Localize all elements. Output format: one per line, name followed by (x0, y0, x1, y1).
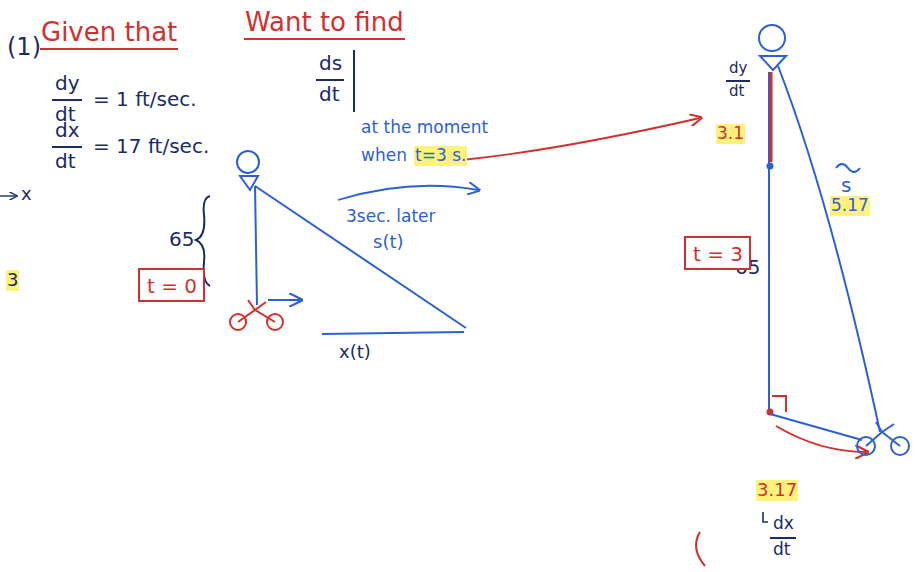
note-text: dt (318, 83, 341, 106)
fraction-bars (52, 80, 796, 538)
note-text: 65 (168, 228, 195, 251)
time-box: t = 3 (684, 236, 751, 270)
note-text: Want to find (244, 8, 405, 40)
note-text: Given that (40, 18, 178, 50)
note-text: dx (772, 514, 795, 534)
note-text: t=3 s. (414, 146, 467, 166)
note-text: 5.17 (830, 196, 870, 216)
note-text: dt (728, 83, 745, 100)
note-text: dx (54, 119, 81, 142)
note-text: dy (54, 72, 81, 95)
note-text: s (840, 174, 852, 197)
left-figure (196, 151, 466, 334)
note-text: x(t) (338, 342, 372, 363)
note-text: (1) (6, 34, 42, 62)
note-text: 3sec. later (345, 207, 437, 227)
axis-arrow (0, 195, 16, 196)
note-text: dy (728, 60, 748, 77)
note-text: 3.17 (756, 480, 798, 501)
note-text: = 1 ft/sec. (92, 88, 198, 111)
note-text: dt (54, 150, 77, 173)
time-box: t = 0 (138, 268, 205, 302)
note-text: dt (772, 540, 791, 560)
note-text: = 17 ft/sec. (92, 135, 210, 158)
note-text: 3.1 (716, 124, 745, 144)
time-label: t = 3 (693, 242, 743, 266)
pointer-arrow (462, 118, 700, 160)
note-text: at the moment (360, 118, 489, 138)
note-text: ds (318, 52, 343, 75)
note-text: s(t) (372, 232, 404, 253)
evaluation-bar (353, 50, 355, 112)
time-label: t = 0 (147, 274, 197, 298)
time-arrow (338, 186, 478, 200)
note-text: when (360, 146, 408, 166)
note-text: 3 (6, 270, 19, 291)
note-text: x (20, 184, 33, 205)
right-figure (696, 25, 909, 566)
